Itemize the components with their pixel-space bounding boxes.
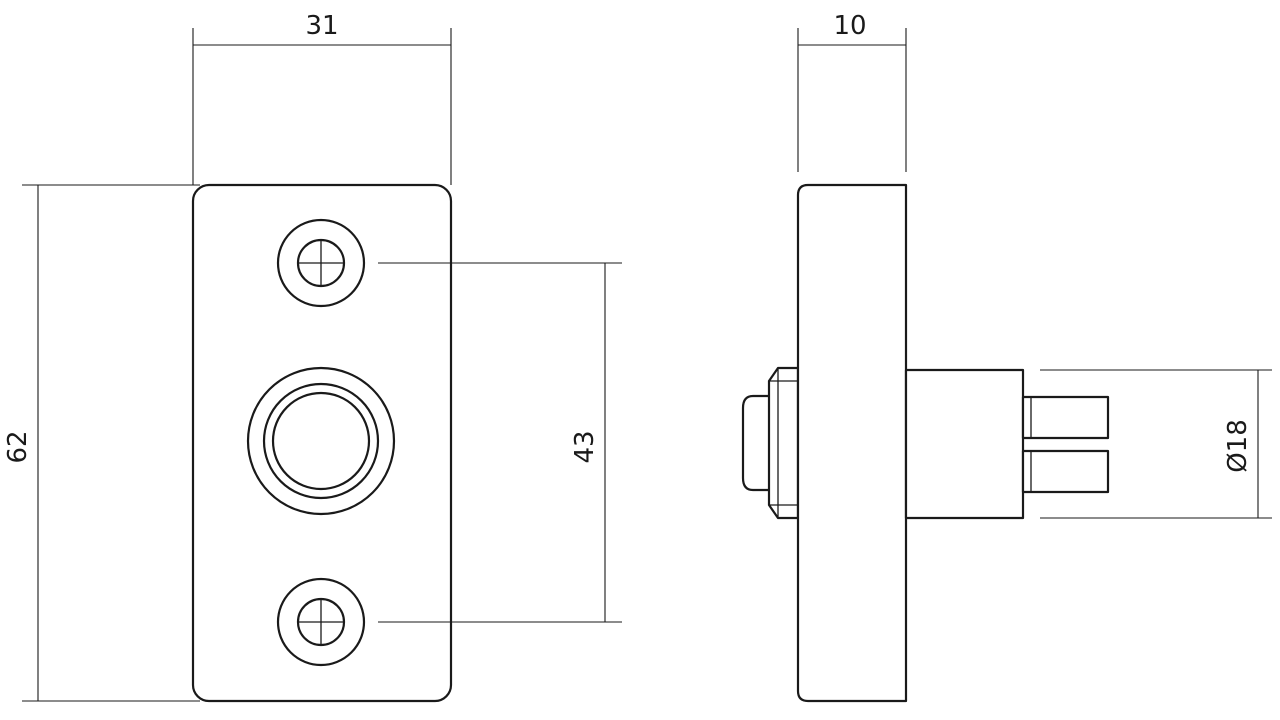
shaft	[904, 368, 1025, 520]
button-collar	[767, 366, 800, 520]
height-dimension-label: 62	[3, 430, 33, 463]
hole-spacing-dimension-label: 43	[570, 430, 600, 463]
depth-dimension: 10	[797, 11, 907, 172]
diameter-dimension: Ø18	[1040, 369, 1272, 519]
width-dimension: 31	[192, 11, 452, 185]
height-dimension: 62	[3, 184, 200, 702]
diameter-dimension-label: Ø18	[1223, 419, 1253, 473]
side-view	[741, 183, 1110, 703]
contact-pin-bottom	[1021, 449, 1110, 494]
width-dimension-label: 31	[305, 11, 338, 41]
front-plate	[191, 183, 453, 703]
depth-dimension-label: 10	[833, 11, 866, 41]
top-screw-hole	[276, 218, 366, 308]
button-cap	[741, 394, 773, 492]
bottom-screw-hole	[276, 577, 366, 667]
hole-spacing-dimension: 43	[378, 262, 622, 623]
side-plate	[796, 183, 908, 703]
front-view	[191, 183, 453, 703]
contact-pin-top	[1021, 395, 1110, 440]
push-button	[246, 366, 396, 516]
